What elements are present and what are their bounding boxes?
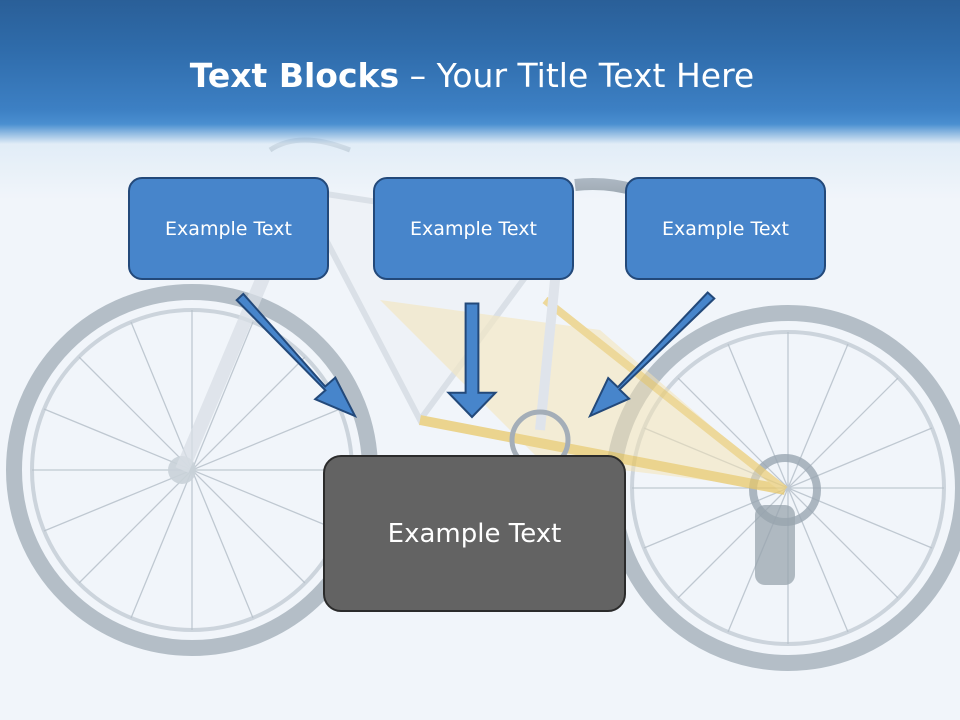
arrow-down-icon — [446, 302, 498, 419]
text-block-right[interactable]: Example Text — [625, 177, 826, 280]
arrow-down-left-icon — [587, 291, 716, 419]
text-block-label: Example Text — [165, 217, 292, 240]
text-block-label: Example Text — [662, 217, 789, 240]
main-text-block-label: Example Text — [387, 518, 562, 549]
slide-title: Text Blocks – Your Title Text Here — [0, 56, 944, 96]
title-rest-text: – Your Title Text Here — [399, 56, 755, 95]
title-bold-text: Text Blocks — [189, 56, 400, 95]
text-block-center[interactable]: Example Text — [373, 177, 574, 280]
header-band — [0, 0, 960, 200]
text-block-left[interactable]: Example Text — [128, 177, 329, 280]
main-text-block[interactable]: Example Text — [323, 455, 626, 612]
text-block-label: Example Text — [410, 217, 537, 240]
arrow-down-right-icon — [235, 292, 358, 418]
